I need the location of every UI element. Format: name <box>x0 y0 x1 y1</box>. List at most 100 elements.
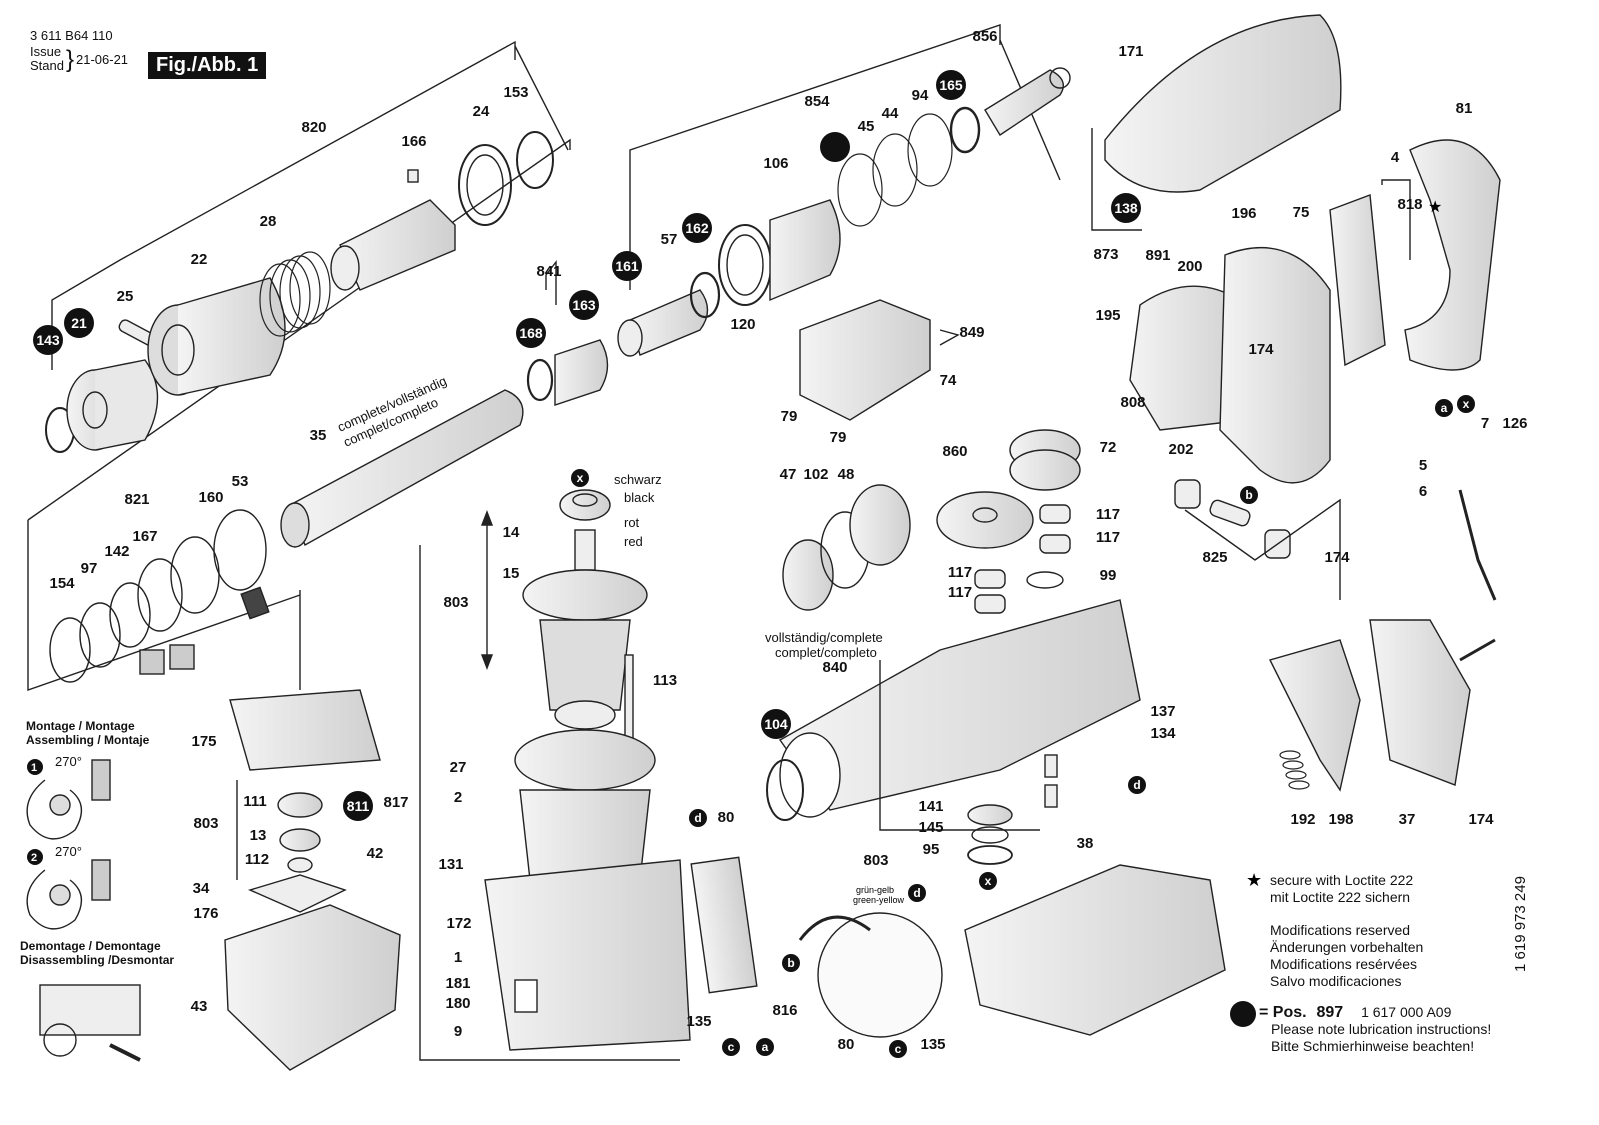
wire-letter-label: d <box>1133 778 1140 792</box>
part-number-81: 81 <box>1456 100 1473 117</box>
handle-part-group <box>1091 14 1501 601</box>
wire-letter-label: a <box>762 1040 769 1054</box>
part-number-145: 145 <box>918 819 943 836</box>
part-number-117: 117 <box>948 564 972 581</box>
svg-text:1: 1 <box>31 762 37 774</box>
part-number-111: 111 <box>243 793 266 810</box>
loctite-en: secure with Loctite 222 <box>1270 872 1414 888</box>
part-number-80: 80 <box>718 809 735 826</box>
part-number-192: 192 <box>1290 811 1315 828</box>
part-number-117: 117 <box>1096 506 1120 523</box>
part-number-135: 135 <box>686 1013 711 1030</box>
callout-bubble-143 <box>33 325 63 355</box>
figure-label: Fig./Abb. 1 <box>148 52 267 79</box>
step-1-marker <box>27 759 43 775</box>
part-number-817: 817 <box>383 794 408 811</box>
wire-letter-d <box>689 809 707 827</box>
part-number-200: 200 <box>1177 258 1202 275</box>
part-number-821: 821 <box>124 491 149 508</box>
star-marker-818: ★ <box>1428 199 1442 216</box>
wire-black-de: schwarz <box>614 472 662 487</box>
wire-letter-x <box>571 469 589 487</box>
bottom-part-group <box>690 619 1496 1038</box>
part-number-112: 112 <box>245 851 269 868</box>
part-number-99: 99 <box>1100 567 1117 584</box>
part-number-820: 820 <box>301 119 326 136</box>
wire-letter-label: x <box>1463 397 1470 411</box>
wire-letter-a <box>1435 399 1453 417</box>
part-number-97: 97 <box>81 560 98 577</box>
wire-letter-d <box>1128 776 1146 794</box>
part-number-72: 72 <box>1100 439 1117 456</box>
wire-letter-x <box>979 872 997 890</box>
assembly-title-2: Assembling / Montaje <box>26 733 150 747</box>
callout-bubble-162 <box>682 213 712 243</box>
part-number-4: 4 <box>1391 149 1400 166</box>
part-number-154: 154 <box>49 575 75 592</box>
part-number-80: 80 <box>838 1036 855 1053</box>
part-number-34: 34 <box>193 880 210 897</box>
part-number-141: 141 <box>918 798 943 815</box>
part-number-803: 803 <box>193 815 218 832</box>
wire-green-yellow-en: green-yellow <box>853 895 905 905</box>
part-number-117: 117 <box>948 584 972 601</box>
part-number-803: 803 <box>443 594 468 611</box>
mod-4: Salvo modificaciones <box>1270 973 1402 989</box>
part-number-198: 198 <box>1328 811 1353 828</box>
part-number-171: 171 <box>1118 43 1143 60</box>
part-number-126: 126 <box>1502 415 1527 432</box>
part-number-47: 47 <box>780 466 797 483</box>
pos-number: 897 <box>1316 1004 1344 1021</box>
side-document-number: 1 619 973 249 <box>1512 876 1529 972</box>
callout-bubble-label: 161 <box>615 258 639 274</box>
pos-label: = Pos. <box>1259 1004 1307 1021</box>
part-number-13: 13 <box>250 827 267 844</box>
part-number-825: 825 <box>1202 549 1227 566</box>
wire-letter-label: c <box>728 1040 735 1054</box>
wire-letter-label: d <box>694 811 701 825</box>
part-number-195: 195 <box>1095 307 1120 324</box>
part-number-9: 9 <box>454 1023 462 1040</box>
part-number-873: 873 <box>1093 246 1118 263</box>
document-header: 3 611 B64 110 Issue Stand } 21-06-21 <box>30 28 128 73</box>
callout-bubble-104 <box>761 709 791 739</box>
callout-bubble-label: 163 <box>572 297 596 313</box>
disassembly-title-1: Demontage / Demontage <box>20 939 161 953</box>
part-number-166: 166 <box>401 133 426 150</box>
part-number-174: 174 <box>1248 341 1274 358</box>
part-number-854: 854 <box>804 93 830 110</box>
part-number-28: 28 <box>260 213 277 230</box>
part-number-135: 135 <box>920 1036 945 1053</box>
wire-letter-b <box>1240 486 1258 504</box>
part-number-48: 48 <box>838 466 855 483</box>
part-number-102: 102 <box>803 466 828 483</box>
doc-number: 3 611 B64 110 <box>30 28 113 43</box>
wire-letter-c <box>889 1040 907 1058</box>
callout-bubble-label: 21 <box>71 315 87 331</box>
star-marker: ★ <box>1246 870 1262 890</box>
part-number-75: 75 <box>1293 204 1310 221</box>
callout-bubble-label: 143 <box>36 332 60 348</box>
part-number-172: 172 <box>446 915 471 932</box>
part-number-131: 131 <box>438 856 463 873</box>
lubrication-dot <box>820 132 850 162</box>
top-middle-part-group <box>526 24 1071 421</box>
part-number-180: 180 <box>445 995 470 1012</box>
part-number-174: 174 <box>1468 811 1494 828</box>
part-number-137: 137 <box>1150 703 1175 720</box>
callout-bubble-138 <box>1111 193 1141 223</box>
lube-en: Please note lubrication instructions! <box>1271 1021 1492 1037</box>
caption-complete-3: vollständig/complete <box>765 630 883 645</box>
wire-letter-label: x <box>985 874 992 888</box>
callout-bubble-label: 162 <box>685 220 709 236</box>
part-number-818: 818 <box>1397 196 1422 213</box>
part-number-891: 891 <box>1145 247 1170 264</box>
step-1-angle: 270° <box>55 754 82 769</box>
wire-letter-label: c <box>895 1042 902 1056</box>
part-number-167: 167 <box>132 528 157 545</box>
step-2-marker <box>27 849 43 865</box>
part-number-2: 2 <box>454 789 462 806</box>
